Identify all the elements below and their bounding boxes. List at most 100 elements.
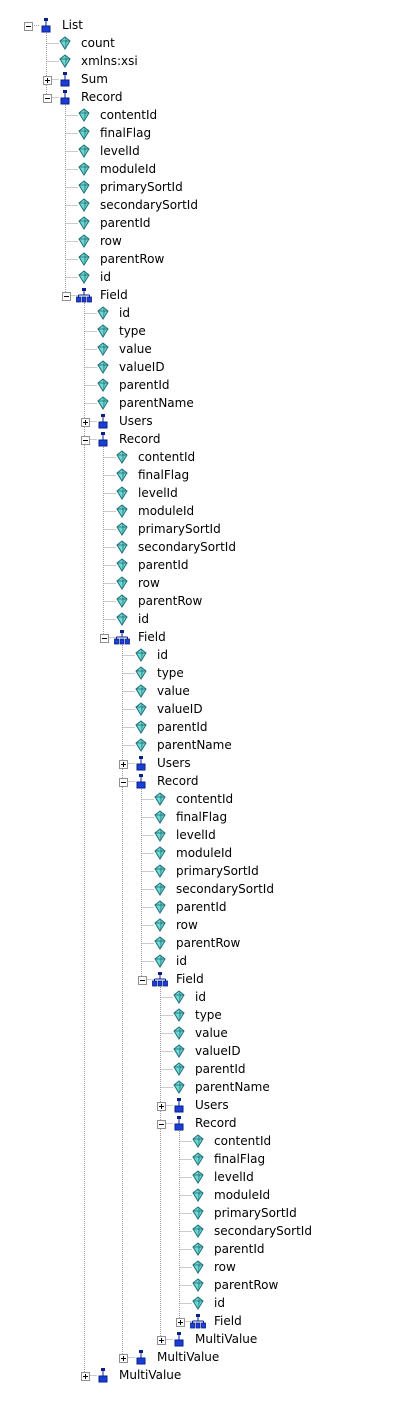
tree-node-multivalue[interactable]: MultiValue bbox=[0, 1366, 409, 1384]
expand-toggle-icon[interactable] bbox=[119, 1352, 128, 1363]
tree-node-list[interactable]: List bbox=[0, 16, 409, 34]
tree-node-parentid[interactable]: parentId bbox=[0, 1240, 409, 1258]
tree-node-valueid[interactable]: valueID bbox=[0, 1042, 409, 1060]
collapse-toggle-icon[interactable] bbox=[119, 776, 128, 787]
tree-node-parentrow[interactable]: parentRow bbox=[0, 592, 409, 610]
tree-node-parentid[interactable]: parentId bbox=[0, 376, 409, 394]
tree-node-type[interactable]: type bbox=[0, 1006, 409, 1024]
tree-node-parentname[interactable]: parentName bbox=[0, 736, 409, 754]
tree-node-type[interactable]: type bbox=[0, 664, 409, 682]
collapse-toggle-icon[interactable] bbox=[100, 632, 109, 643]
tree-node-parentrow[interactable]: parentRow bbox=[0, 934, 409, 952]
tree-node-row[interactable]: row bbox=[0, 574, 409, 592]
tree-node-moduleid[interactable]: moduleId bbox=[0, 160, 409, 178]
tree-node-id[interactable]: id bbox=[0, 1294, 409, 1312]
tree-node-xmlns-xsi[interactable]: xmlns:xsi bbox=[0, 52, 409, 70]
tree-node-secondarysortid[interactable]: secondarySortId bbox=[0, 196, 409, 214]
tree-node-moduleid[interactable]: moduleId bbox=[0, 502, 409, 520]
tree-node-levelid[interactable]: levelId bbox=[0, 142, 409, 160]
tree-node-parentid[interactable]: parentId bbox=[0, 898, 409, 916]
tree-node-secondarysortid[interactable]: secondarySortId bbox=[0, 538, 409, 556]
tree-node-label: id bbox=[195, 990, 206, 1004]
tree-node-finalflag[interactable]: finalFlag bbox=[0, 808, 409, 826]
attribute-icon bbox=[76, 179, 92, 195]
tree-node-finalflag[interactable]: finalFlag bbox=[0, 466, 409, 484]
tree-node-id[interactable]: id bbox=[0, 988, 409, 1006]
tree-node-users[interactable]: Users bbox=[0, 412, 409, 430]
tree-node-users[interactable]: Users bbox=[0, 754, 409, 772]
tree-node-parentname[interactable]: parentName bbox=[0, 1078, 409, 1096]
tree-node-contentid[interactable]: contentId bbox=[0, 1132, 409, 1150]
tree-node-record[interactable]: Record bbox=[0, 772, 409, 790]
tree-node-valueid[interactable]: valueID bbox=[0, 700, 409, 718]
tree-node-levelid[interactable]: levelId bbox=[0, 1168, 409, 1186]
tree-node-secondarysortid[interactable]: secondarySortId bbox=[0, 1222, 409, 1240]
tree-node-record[interactable]: Record bbox=[0, 88, 409, 106]
tree-node-value[interactable]: value bbox=[0, 1024, 409, 1042]
tree-node-parentname[interactable]: parentName bbox=[0, 394, 409, 412]
tree-node-parentrow[interactable]: parentRow bbox=[0, 250, 409, 268]
tree-node-field[interactable]: Field bbox=[0, 628, 409, 646]
tree-node-primarysortid[interactable]: primarySortId bbox=[0, 520, 409, 538]
attribute-icon bbox=[133, 719, 149, 735]
tree-node-contentid[interactable]: contentId bbox=[0, 106, 409, 124]
tree-node-type[interactable]: type bbox=[0, 322, 409, 340]
expand-toggle-icon[interactable] bbox=[157, 1100, 166, 1111]
tree-node-primarysortid[interactable]: primarySortId bbox=[0, 1204, 409, 1222]
tree-node-value[interactable]: value bbox=[0, 682, 409, 700]
collapse-toggle-icon[interactable] bbox=[157, 1118, 166, 1129]
tree-node-id[interactable]: id bbox=[0, 646, 409, 664]
tree-node-contentid[interactable]: contentId bbox=[0, 448, 409, 466]
tree-node-sum[interactable]: Sum bbox=[0, 70, 409, 88]
tree-node-moduleid[interactable]: moduleId bbox=[0, 844, 409, 862]
tree-node-field[interactable]: Field bbox=[0, 286, 409, 304]
tree-node-id[interactable]: id bbox=[0, 268, 409, 286]
tree-node-finalflag[interactable]: finalFlag bbox=[0, 1150, 409, 1168]
tree-node-id[interactable]: id bbox=[0, 304, 409, 322]
expand-toggle-icon[interactable] bbox=[157, 1334, 166, 1345]
tree-node-value[interactable]: value bbox=[0, 340, 409, 358]
tree-node-secondarysortid[interactable]: secondarySortId bbox=[0, 880, 409, 898]
tree-node-moduleid[interactable]: moduleId bbox=[0, 1186, 409, 1204]
tree-node-multivalue[interactable]: MultiValue bbox=[0, 1330, 409, 1348]
attribute-icon bbox=[190, 1205, 206, 1221]
tree-node-row[interactable]: row bbox=[0, 916, 409, 934]
collapse-toggle-icon[interactable] bbox=[24, 20, 33, 31]
tree-node-label: MultiValue bbox=[119, 1368, 182, 1382]
tree-node-record[interactable]: Record bbox=[0, 1114, 409, 1132]
tree-node-levelid[interactable]: levelId bbox=[0, 484, 409, 502]
tree-node-finalflag[interactable]: finalFlag bbox=[0, 124, 409, 142]
expand-toggle-icon[interactable] bbox=[176, 1316, 185, 1327]
tree-node-label: moduleId bbox=[176, 846, 233, 860]
tree-node-primarysortid[interactable]: primarySortId bbox=[0, 178, 409, 196]
tree-node-valueid[interactable]: valueID bbox=[0, 358, 409, 376]
tree-node-row[interactable]: row bbox=[0, 1258, 409, 1276]
tree-node-parentrow[interactable]: parentRow bbox=[0, 1276, 409, 1294]
tree-node-parentid[interactable]: parentId bbox=[0, 214, 409, 232]
tree-node-parentid[interactable]: parentId bbox=[0, 556, 409, 574]
tree-node-users[interactable]: Users bbox=[0, 1096, 409, 1114]
collapse-toggle-icon[interactable] bbox=[138, 974, 147, 985]
collapse-toggle-icon[interactable] bbox=[43, 92, 52, 103]
tree-node-parentid[interactable]: parentId bbox=[0, 1060, 409, 1078]
tree-node-label: row bbox=[176, 918, 198, 932]
tree-node-field[interactable]: Field bbox=[0, 1312, 409, 1330]
tree-node-count[interactable]: count bbox=[0, 34, 409, 52]
expand-toggle-icon[interactable] bbox=[81, 1370, 90, 1381]
tree-node-id[interactable]: id bbox=[0, 610, 409, 628]
expand-toggle-icon[interactable] bbox=[81, 416, 90, 427]
tree-node-parentid[interactable]: parentId bbox=[0, 718, 409, 736]
collapse-toggle-icon[interactable] bbox=[62, 290, 71, 301]
tree-node-levelid[interactable]: levelId bbox=[0, 826, 409, 844]
tree-node-contentid[interactable]: contentId bbox=[0, 790, 409, 808]
tree-node-record[interactable]: Record bbox=[0, 430, 409, 448]
tree-node-row[interactable]: row bbox=[0, 232, 409, 250]
tree-node-multivalue[interactable]: MultiValue bbox=[0, 1348, 409, 1366]
expand-toggle-icon[interactable] bbox=[43, 74, 52, 85]
tree-node-id[interactable]: id bbox=[0, 952, 409, 970]
expand-toggle-icon[interactable] bbox=[119, 758, 128, 769]
tree-node-primarysortid[interactable]: primarySortId bbox=[0, 862, 409, 880]
collapse-toggle-icon[interactable] bbox=[81, 434, 90, 445]
tree-node-field[interactable]: Field bbox=[0, 970, 409, 988]
